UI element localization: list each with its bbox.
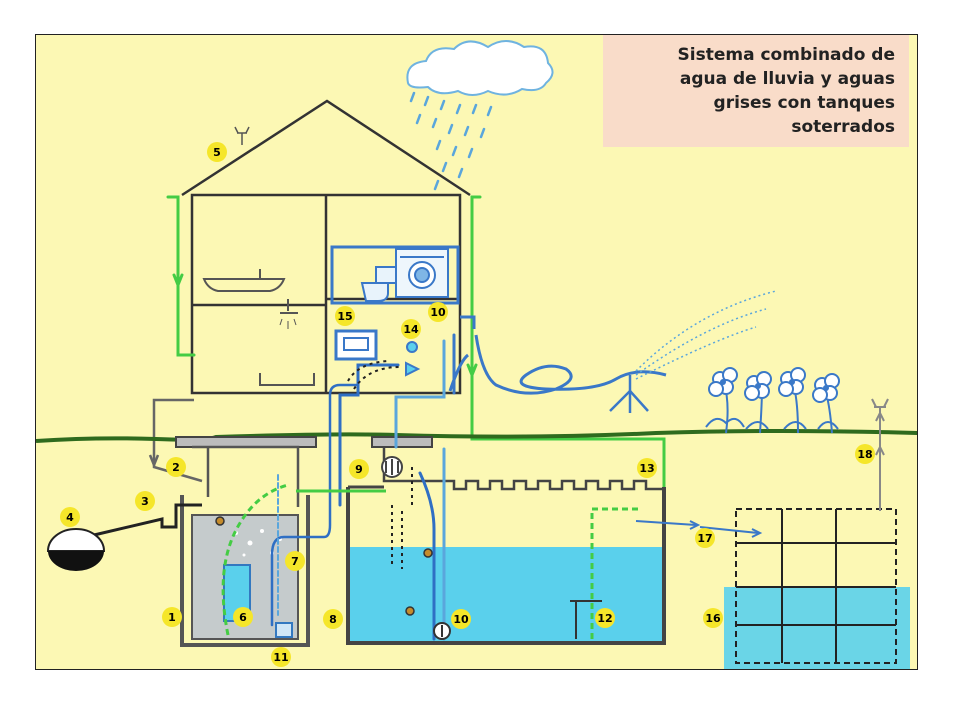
overflow-to-grid (635, 520, 763, 538)
marker-1-label: 1 (168, 611, 176, 624)
marker-18-label: 18 (857, 448, 872, 461)
marker-16-label: 16 (705, 612, 721, 625)
rain-downpipes (166, 195, 666, 507)
floating-intake-icon (215, 516, 433, 616)
marker-7: 7 (285, 551, 305, 571)
marker-5: 5 (207, 142, 227, 162)
roof-vent-icon (234, 126, 250, 145)
marker-7-label: 7 (291, 555, 299, 568)
marker-4: 4 (60, 507, 80, 527)
rain-drops (409, 91, 493, 191)
marker-2: 2 (166, 457, 186, 477)
marker-2-label: 2 (172, 461, 180, 474)
marker-17-label: 17 (697, 532, 712, 545)
cloud-icon (406, 40, 554, 96)
marker-9-label: 9 (355, 463, 363, 476)
flowers-icon (705, 367, 840, 434)
tank-overflow-pipe (570, 600, 602, 639)
marker-6-label: 6 (239, 611, 247, 624)
marker-12: 12 (595, 608, 615, 628)
marker-18: 18 (855, 444, 875, 464)
toilet-icon (360, 266, 399, 302)
title-line-1: Sistema combinado de (677, 45, 895, 65)
washing-machine-icon (395, 248, 449, 298)
marker-16: 16 (703, 608, 723, 628)
sink-icon (202, 269, 286, 292)
sprinkler-spray (635, 290, 777, 380)
marker-15-label: 15 (337, 310, 352, 323)
soakaway-dome-top (46, 528, 106, 552)
utility-room-frame (330, 245, 460, 305)
marker-8-label: 8 (329, 613, 337, 626)
overflow-pipe (93, 503, 202, 537)
garden-tap-icon (448, 315, 476, 392)
marker-3: 3 (135, 491, 155, 511)
marker-10-top: 10 (428, 302, 448, 322)
garden-hose (474, 334, 667, 395)
marker-10-top-label: 10 (430, 306, 446, 319)
control-box-icon (334, 329, 378, 361)
title-line-2: agua de lluvia y aguas (679, 69, 895, 89)
supply-pipes (270, 333, 456, 641)
marker-1: 1 (162, 607, 182, 627)
title-line-4: soterrados (791, 117, 895, 137)
house (181, 99, 471, 395)
marker-17: 17 (695, 528, 715, 548)
diagram-drawing: 1 2 3 4 5 6 7 8 9 10 10 11 12 13 14 15 1… (36, 40, 917, 669)
filter-icon (381, 456, 403, 478)
rainwater-inflow (221, 483, 640, 639)
marker-6: 6 (233, 607, 253, 627)
diagram-canvas: 1 2 3 4 5 6 7 8 9 10 10 11 12 13 14 15 1… (35, 34, 918, 670)
marker-14: 14 (401, 319, 421, 339)
title-box: Sistema combinado de agua de lluvia y ag… (603, 35, 909, 147)
infiltration-grid (724, 508, 910, 669)
marker-9: 9 (349, 459, 369, 479)
marker-15: 15 (335, 306, 355, 326)
marker-11-label: 11 (273, 651, 288, 664)
marker-8: 8 (323, 609, 343, 629)
shower-icon (259, 299, 315, 386)
marker-14-label: 14 (403, 323, 419, 336)
marker-3-label: 3 (141, 495, 149, 508)
vent-pipe-icon (871, 398, 889, 511)
marker-11: 11 (271, 647, 291, 667)
pump-icon (433, 622, 451, 640)
marker-13: 13 (637, 458, 657, 478)
flow-lines (347, 360, 413, 569)
valve-icon (405, 341, 421, 377)
marker-10-bottom-label: 10 (453, 613, 469, 626)
marker-13-label: 13 (639, 462, 654, 475)
marker-5-label: 5 (213, 146, 221, 159)
marker-4-label: 4 (66, 511, 74, 524)
sprinkler-icon (609, 375, 649, 413)
soakaway-dome-bottom (48, 551, 104, 571)
markers: 1 2 3 4 5 6 7 8 9 10 10 11 12 13 14 15 1… (60, 142, 875, 667)
marker-10-bottom: 10 (451, 609, 471, 629)
title-line-3: grises con tanques (713, 93, 895, 113)
marker-12-label: 12 (597, 612, 612, 625)
